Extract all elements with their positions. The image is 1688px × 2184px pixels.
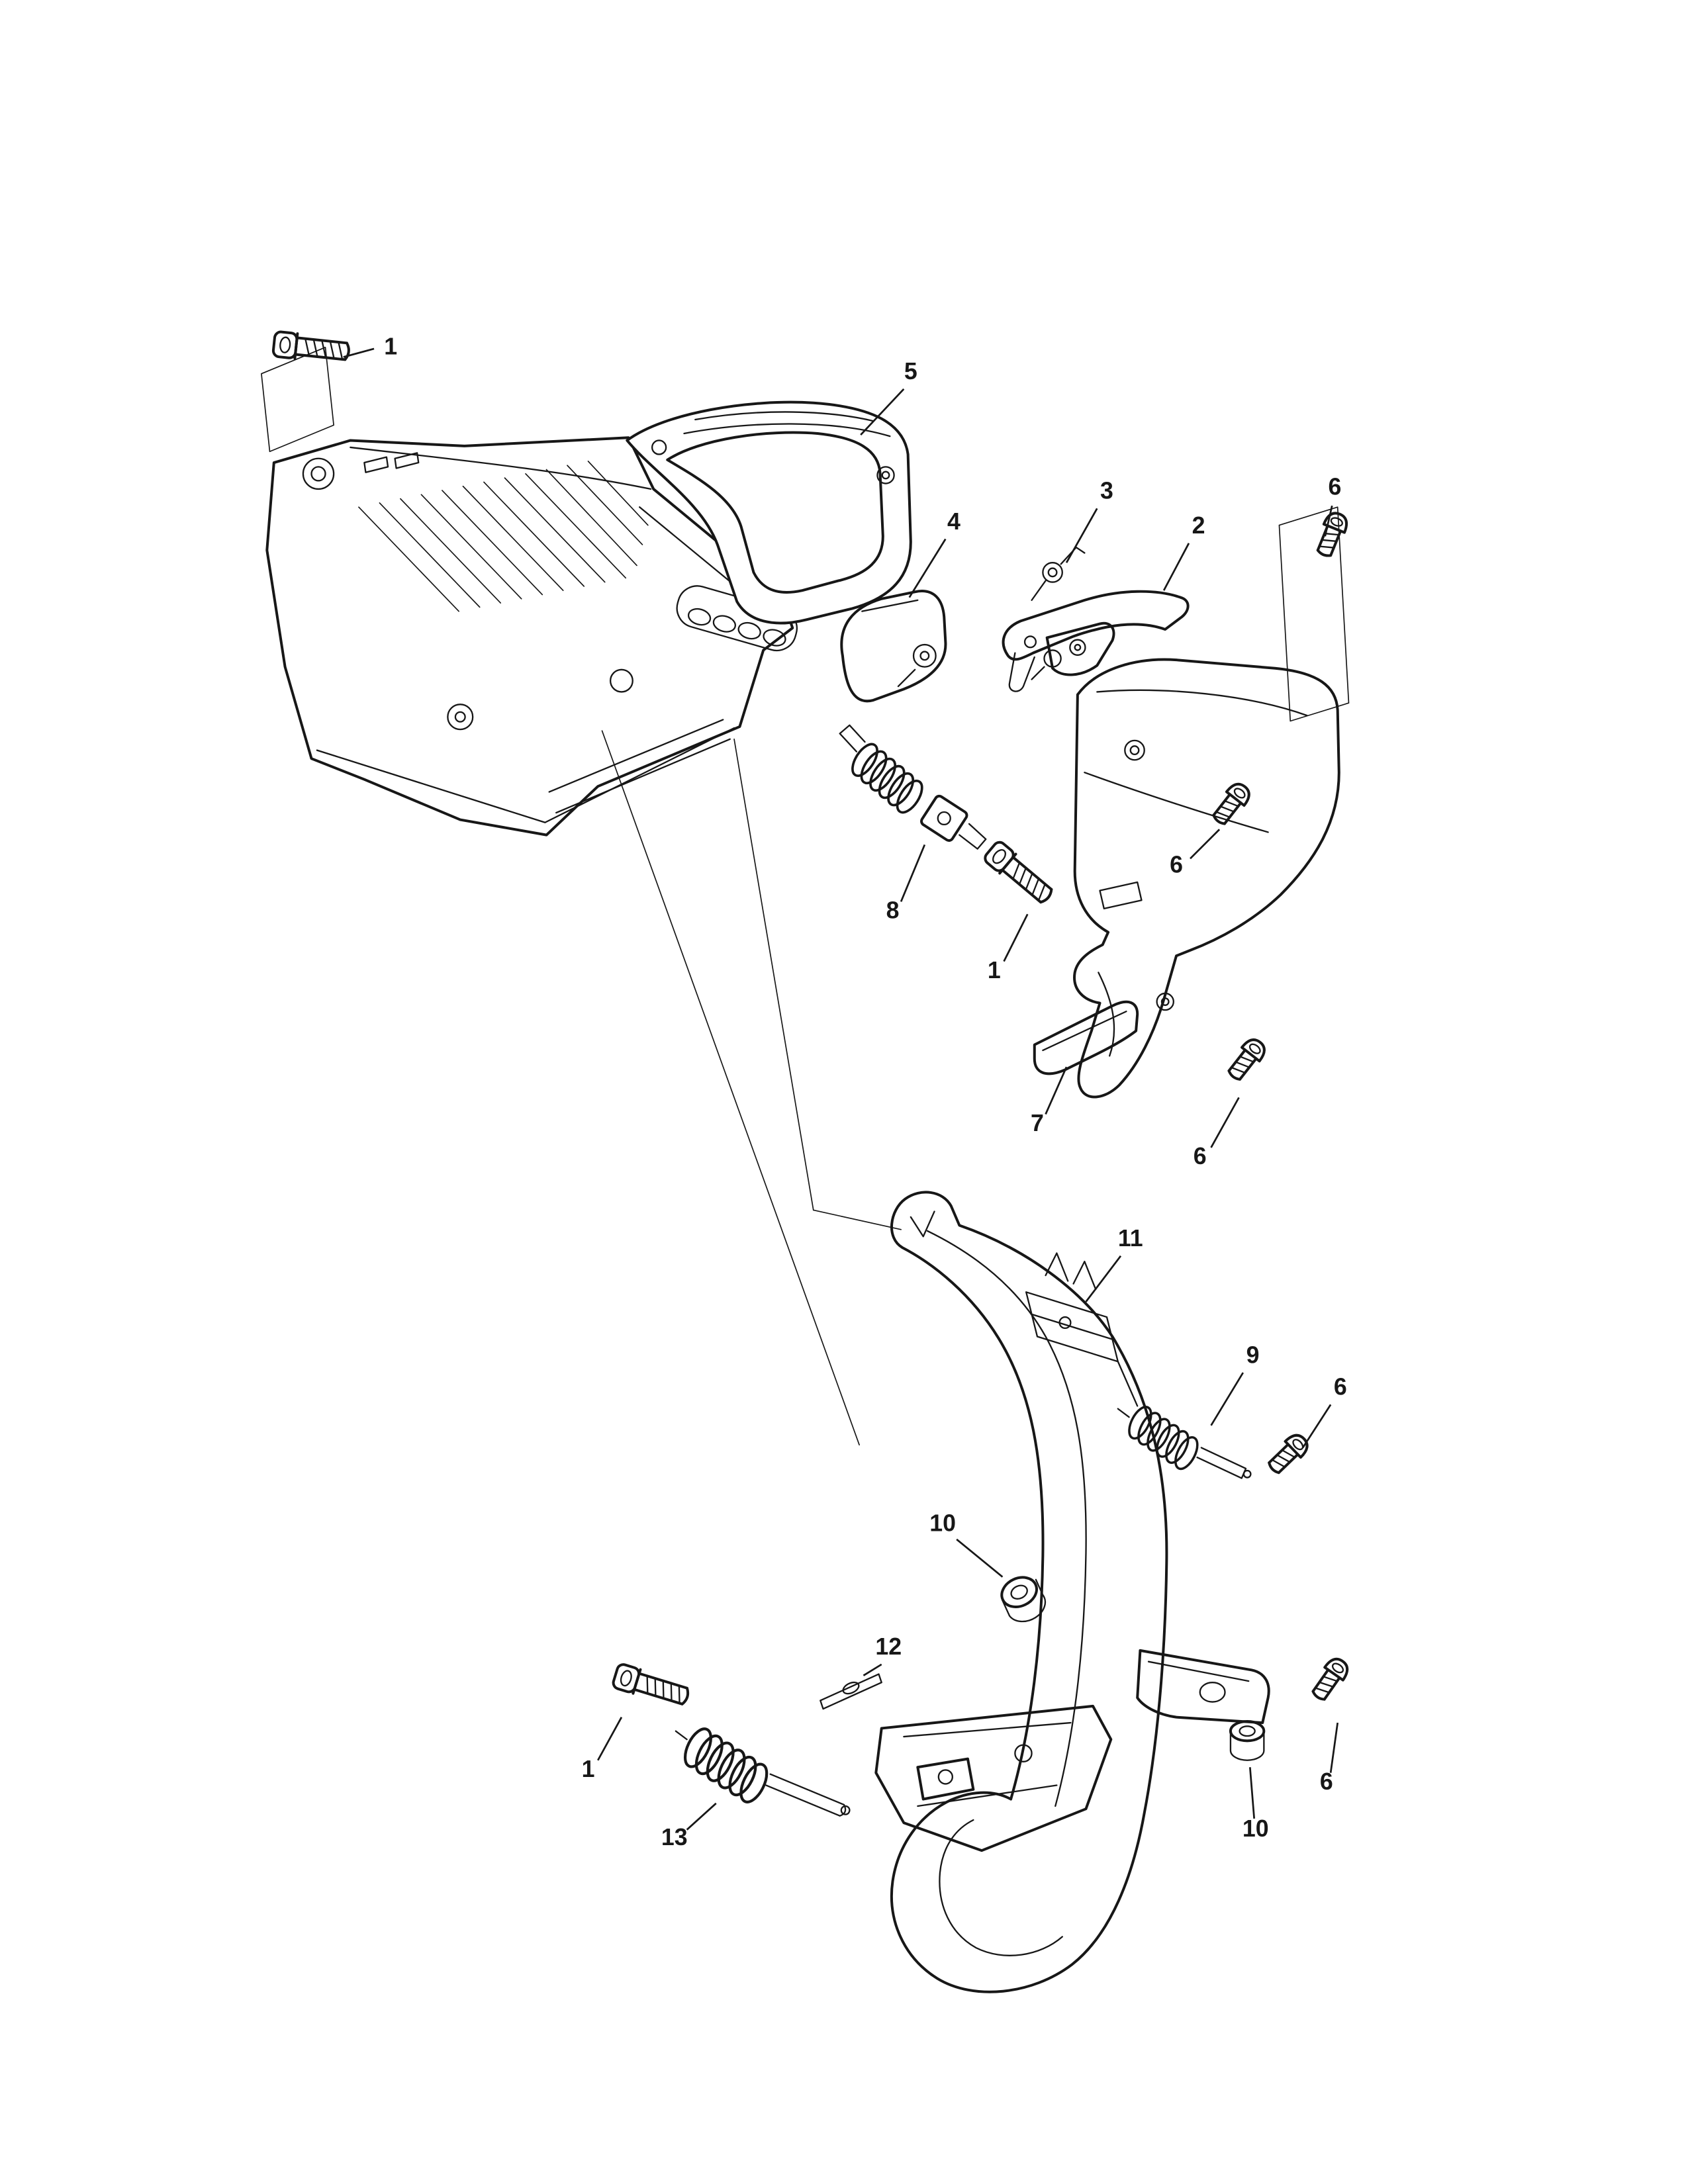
callout-leader-7 <box>1045 1066 1068 1115</box>
part-11-rear-handle <box>874 1191 1270 1993</box>
callout-label-1: 1 <box>582 1756 595 1782</box>
part-3-torsion-spring <box>1031 546 1086 602</box>
part-12-pin <box>820 1673 882 1710</box>
callout-label-13: 13 <box>661 1824 688 1850</box>
callout-leader-6 <box>1329 1722 1339 1773</box>
handle-housing-right-half <box>1073 658 1340 1099</box>
callout-label-6: 6 <box>1194 1143 1207 1169</box>
part-6-screw-lower-right <box>1223 1034 1270 1085</box>
callout-leader-2 <box>1162 543 1190 591</box>
part-6-screw-top-right <box>1311 508 1352 561</box>
callout-leader-11 <box>1085 1255 1122 1302</box>
handle-top-bracket <box>1025 1252 1139 1407</box>
callout-label-12: 12 <box>875 1633 902 1660</box>
callout-label-5: 5 <box>904 358 917 385</box>
part-4-throttle-lockout <box>840 590 947 703</box>
callout-label-1: 1 <box>988 957 1001 983</box>
part-6-screw-by-spring <box>1263 1429 1313 1479</box>
part-2-throttle-trigger <box>1002 590 1190 692</box>
part-5-top-handle <box>626 400 912 625</box>
callout-label-6: 6 <box>1320 1768 1333 1795</box>
handle-center-bracket <box>874 1704 1113 1852</box>
callout-label-8: 8 <box>886 897 900 924</box>
handle-housing-left-half <box>265 436 798 837</box>
callout-leader-10 <box>1248 1767 1256 1819</box>
part-10-bushing-lower <box>1229 1719 1266 1761</box>
callout-label-6: 6 <box>1329 473 1342 500</box>
part-10-bushing-upper <box>1000 1576 1047 1623</box>
callout-leader-1 <box>597 1717 623 1761</box>
callout-label-1: 1 <box>384 333 397 359</box>
part-1-bolt-bottom <box>610 1661 692 1711</box>
callout-leader-9 <box>1210 1372 1244 1426</box>
callout-label-11: 11 <box>1118 1225 1143 1251</box>
part-6-screw-bottom-right <box>1307 1653 1354 1705</box>
callout-leader-13 <box>686 1802 717 1831</box>
handle-right-bracket-arm <box>1136 1649 1270 1725</box>
callout-leader-12 <box>863 1663 882 1676</box>
callout-label-6: 6 <box>1170 851 1183 878</box>
part-7-cover-tab <box>1033 1000 1139 1075</box>
callout-leader-1 <box>343 347 375 358</box>
callout-leader-4 <box>908 538 947 598</box>
callout-label-10: 10 <box>1243 1815 1269 1842</box>
callout-label-9: 9 <box>1246 1342 1260 1368</box>
callout-label-6: 6 <box>1334 1374 1347 1400</box>
callout-leader-5 <box>860 388 905 435</box>
part-13-spring-damper <box>675 1725 851 1817</box>
callout-leader-6 <box>1324 505 1333 537</box>
callout-leader-3 <box>1065 508 1098 563</box>
callout-label-2: 2 <box>1192 512 1205 539</box>
alignment-lines <box>261 346 1350 1446</box>
callout-leader-1 <box>1003 913 1029 962</box>
callout-layer: 1 5 3 2 6 4 8 1 6 7 6 11 9 6 10 12 1 13 10 6 <box>343 333 1347 1850</box>
callout-leader-8 <box>900 844 926 902</box>
callout-leader-6 <box>1302 1404 1332 1449</box>
callout-label-3: 3 <box>1100 478 1113 504</box>
trigger-pivot-bracket <box>1031 621 1115 680</box>
callout-leader-10 <box>956 1538 1004 1578</box>
callout-leader-6 <box>1190 829 1221 860</box>
part-8-spring-assembly <box>839 724 987 850</box>
callout-label-10: 10 <box>929 1510 956 1536</box>
part-9-spring-damper <box>1117 1402 1252 1479</box>
housing-rib-hatching <box>358 461 649 612</box>
callout-leader-6 <box>1210 1097 1240 1148</box>
part-1-bolt-middle <box>981 838 1058 909</box>
part-1-bolt-top-left <box>271 330 352 366</box>
callout-label-7: 7 <box>1031 1110 1044 1136</box>
callout-label-4: 4 <box>947 508 961 535</box>
